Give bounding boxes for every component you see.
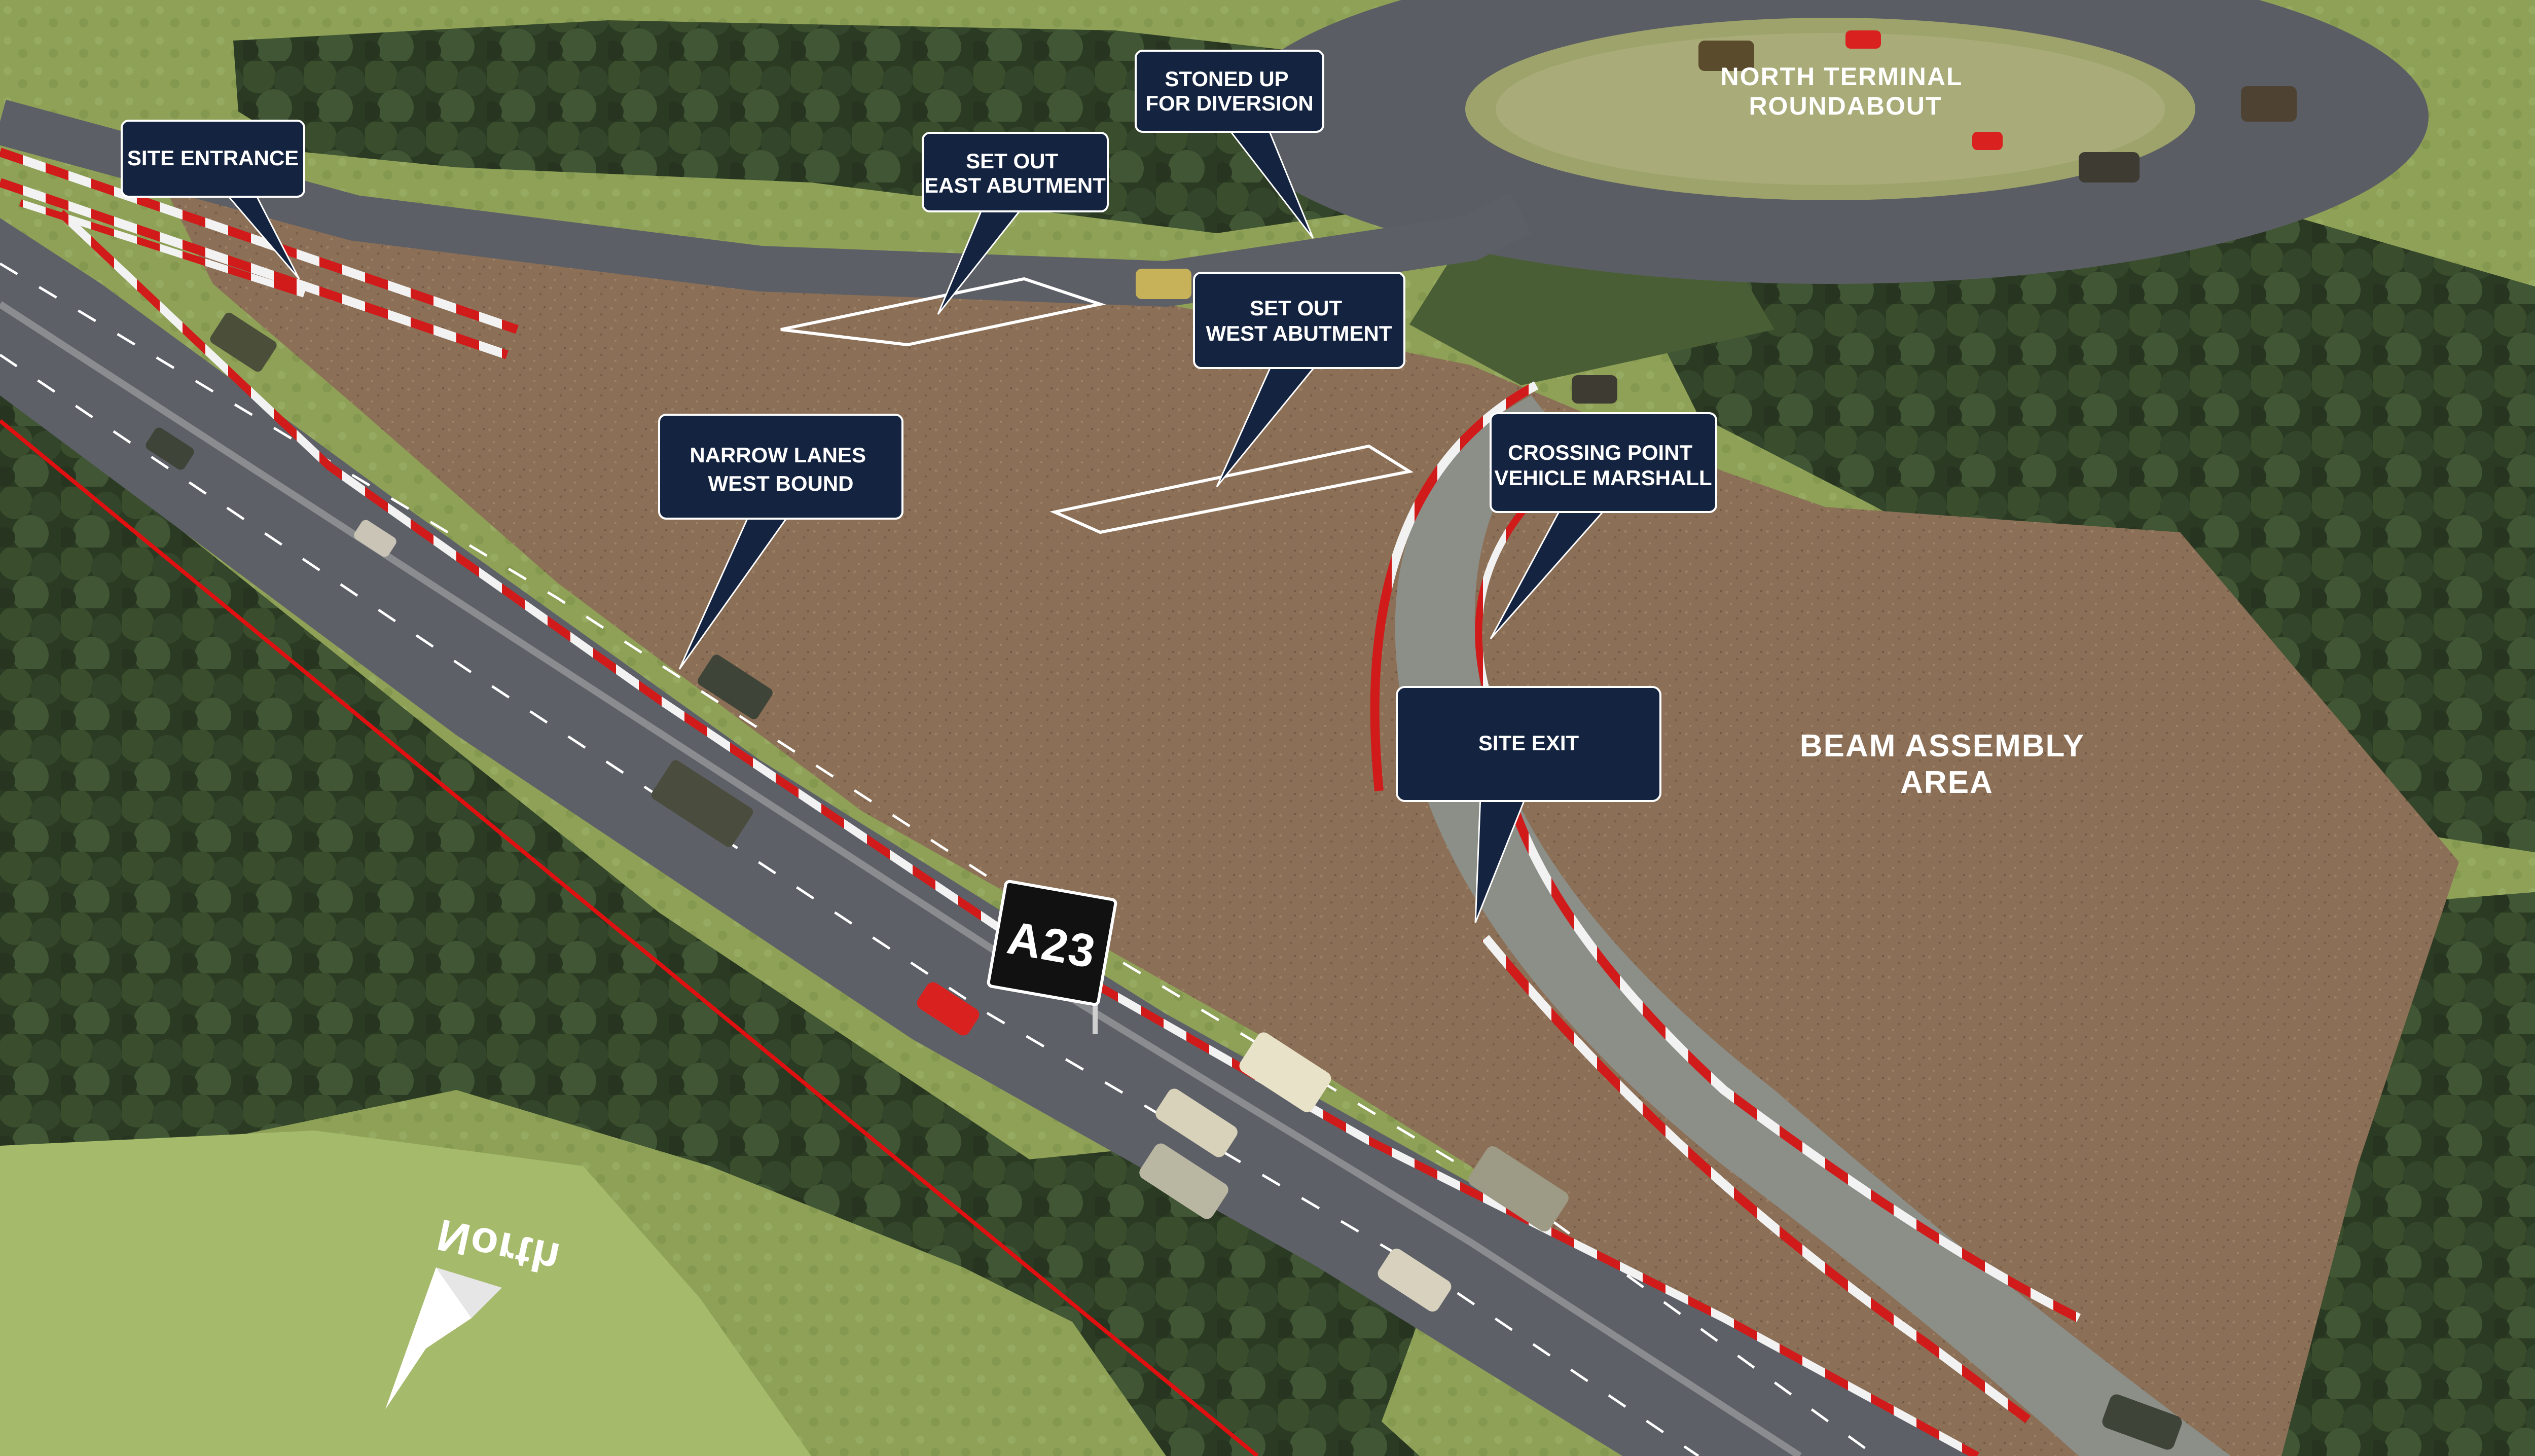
svg-text:NARROW LANES WEST BOUND: NARROW LANES WEST BOUND xyxy=(690,443,872,495)
roundabout xyxy=(1232,0,2429,284)
callout-crossing-point-line1: CROSSING POINT xyxy=(1508,441,1692,464)
grass-field xyxy=(0,1131,811,1456)
callout-crossing-point-line2: VEHICLE MARSHALL xyxy=(1494,466,1712,490)
site-boundary-line xyxy=(0,419,1259,1456)
a23-road-sign: A23 xyxy=(987,880,1117,1034)
callout-diversion: STONED UP FOR DIVERSION xyxy=(1135,50,1324,239)
svg-text:SET OUT EAST ABUTMENT: SET OUT EAST ABUTMENT xyxy=(924,149,1106,197)
callout-site-entrance-text: SITE ENTRANCE xyxy=(127,146,299,170)
abutment-outlines xyxy=(780,277,1414,534)
haul-road xyxy=(1395,395,2231,1456)
callout-west-abutment: SET OUT WEST ABUTMENT xyxy=(1193,272,1405,487)
callout-west-abutment-line2: WEST ABUTMENT xyxy=(1206,321,1392,345)
vehicles xyxy=(146,30,2297,1450)
callout-site-entrance: SITE ENTRANCE xyxy=(121,120,305,279)
svg-text:CROSSING POINT VEHICLE M: CROSSING POINT VEHICLE MARSHALL xyxy=(1494,441,1712,490)
svg-text:SITE EXIT: SITE EXIT xyxy=(1478,731,1579,755)
callout-site-exit-text: SITE EXIT xyxy=(1478,731,1579,755)
callout-east-abutment-line1: SET OUT xyxy=(966,149,1058,173)
svg-text:SITE ENTRANCE: SITE ENTRANCE xyxy=(127,146,299,170)
svg-text:STONED UP FOR DIVERSION: STONED UP FOR DIVERSION xyxy=(1145,67,1313,115)
callout-diversion-line1: STONED UP xyxy=(1165,67,1288,91)
callout-crossing-point: CROSSING POINT VEHICLE MARSHALL xyxy=(1490,412,1717,639)
svg-text:SET OUT WEST ABUTMENT: SET OUT WEST ABUTMENT xyxy=(1206,296,1392,345)
callout-narrow-lanes-line1: NARROW LANES xyxy=(690,443,866,467)
callout-site-exit: SITE EXIT xyxy=(1396,686,1661,923)
callout-west-abutment-line1: SET OUT xyxy=(1250,296,1342,320)
roundabout-label: NORTH TERMINAL ROUNDABOUT xyxy=(1721,62,1971,120)
beam-assembly-area-label: BEAM ASSEMBLY AREA xyxy=(1800,729,2094,800)
callout-east-abutment-line2: EAST ABUTMENT xyxy=(924,173,1106,197)
callout-narrow-lanes: NARROW LANES WEST BOUND xyxy=(658,414,903,670)
north-arrow-icon xyxy=(385,1267,502,1409)
callout-diversion-line2: FOR DIVERSION xyxy=(1145,91,1313,115)
callout-east-abutment: SET OUT EAST ABUTMENT xyxy=(922,132,1109,315)
callout-narrow-lanes-line2: WEST BOUND xyxy=(708,471,854,495)
